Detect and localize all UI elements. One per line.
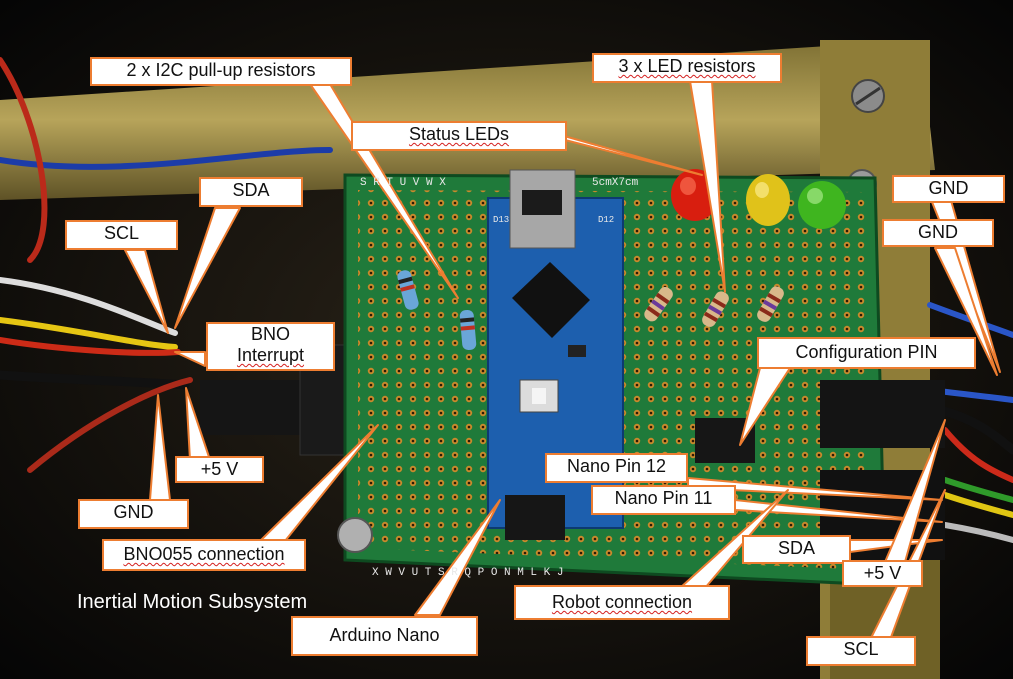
callout-plus5v-right: +5 V [842, 560, 923, 587]
pullup-resistors [397, 270, 477, 351]
callout-pullup-resistors: 2 x I2C pull-up resistors [90, 57, 352, 86]
callout-plus5v-left: +5 V [175, 456, 264, 483]
callout-scl-right: SCL [806, 636, 916, 666]
left-wires [0, 57, 333, 473]
callout-scl-left: SCL [65, 220, 178, 250]
callout-sda-right: SDA [742, 535, 851, 564]
callout-bno055-connection: BNO055 connection [102, 539, 306, 571]
callout-status-leds: Status LEDs [351, 121, 567, 151]
silkscreen-top-row: S R T U V W X [360, 177, 446, 189]
caption-inertial-motion-subsystem: Inertial Motion Subsystem [77, 591, 308, 613]
microcontroller-chip [512, 262, 590, 338]
callout-bno-interrupt: BNO Interrupt [206, 322, 335, 371]
status-leds [671, 169, 846, 229]
callout-gnd-right-2: GND [882, 219, 994, 247]
callout-gnd-right-1: GND [892, 175, 1005, 203]
silkscreen-bottom-row: X W V U T S R Q P O N M L K J [372, 567, 563, 579]
callout-nano-pin-11: Nano Pin 11 [591, 485, 736, 515]
silkscreen-pin-d13: D13 [493, 215, 509, 225]
mounting-screw [337, 517, 373, 553]
callout-led-resistors: 3 x LED resistors [592, 53, 782, 83]
silkscreen: S R T U V W X X W V U T S R Q P O N M L … [360, 177, 639, 579]
callout-arduino-nano: Arduino Nano [291, 616, 478, 656]
callout-sda-left: SDA [199, 177, 303, 207]
led-resistors [644, 286, 784, 327]
callout-gnd-left: GND [78, 499, 189, 529]
callout-configuration-pin: Configuration PIN [757, 337, 976, 369]
silkscreen-module-text: 5cmX7cm [592, 177, 639, 189]
callout-robot-connection: Robot connection [514, 585, 730, 620]
silkscreen-pin-d12: D12 [598, 215, 614, 225]
callout-nano-pin-12: Nano Pin 12 [545, 453, 688, 483]
